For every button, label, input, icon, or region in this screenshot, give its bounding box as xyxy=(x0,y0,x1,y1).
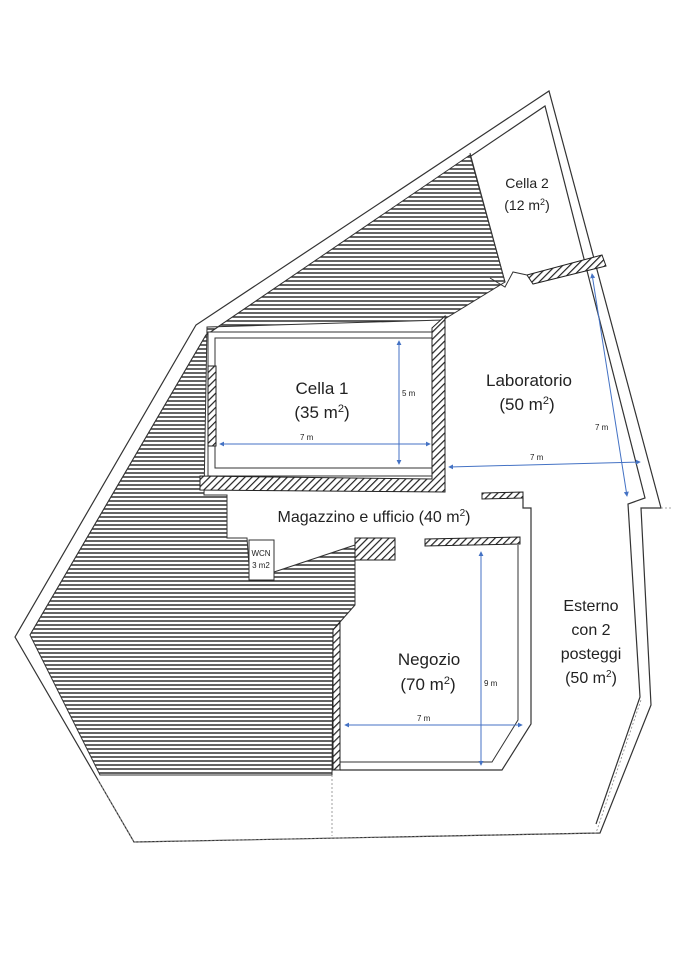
cella2-area: (12 m2) xyxy=(504,197,549,213)
magazzino-name: Magazzino e ufficio (40 m2) xyxy=(278,508,471,526)
esterno-area: (50 m2) xyxy=(565,669,617,687)
wc-area: 3 m2 xyxy=(252,561,270,570)
cella1-name: Cella 1 xyxy=(296,379,349,398)
esterno-line2: con 2 xyxy=(571,622,610,639)
room-label-cella1: Cella 1 (35 m2) xyxy=(294,379,349,422)
negozio-name: Negozio xyxy=(398,650,460,669)
magazzino-walls xyxy=(340,491,532,771)
room-label-esterno: Esterno con 2 posteggi (50 m2) xyxy=(561,598,622,687)
lab-width-line xyxy=(448,459,641,470)
boundary-lines xyxy=(97,507,671,843)
esterno-line3: posteggi xyxy=(561,646,622,663)
lab-depth-label: 7 m xyxy=(595,423,609,432)
laboratorio-name: Laboratorio xyxy=(486,371,572,390)
cella2-wall xyxy=(526,254,607,285)
lab-depth-line xyxy=(590,273,629,497)
cella2-side-wall xyxy=(469,152,506,283)
dimension-lines xyxy=(219,273,641,766)
negozio-depth-label: 9 m xyxy=(484,679,498,688)
negozio-area: (70 m2) xyxy=(400,675,455,694)
room-label-magazzino: Magazzino e ufficio (40 m2) xyxy=(278,508,471,526)
cella2-door xyxy=(489,271,528,288)
laboratorio-area: (50 m2) xyxy=(499,395,554,414)
cella1-area: (35 m2) xyxy=(294,403,349,422)
lab-width-label: 7 m xyxy=(530,453,544,462)
room-label-laboratorio: Laboratorio (50 m2) xyxy=(486,371,572,414)
cella2-name: Cella 2 xyxy=(505,175,549,191)
negozio-width-label: 7 m xyxy=(417,714,431,723)
esterno-line1: Esterno xyxy=(563,598,618,615)
room-label-cella2: Cella 2 (12 m2) xyxy=(504,175,549,213)
room-label-wc: WCN 3 m2 xyxy=(251,549,270,570)
cella1-depth-label: 5 m xyxy=(402,389,416,398)
wc-name: WCN xyxy=(251,549,270,558)
room-label-negozio: Negozio (70 m2) xyxy=(398,650,460,694)
negozio-left-wall xyxy=(332,620,341,771)
cella1-width-label: 7 m xyxy=(300,433,314,442)
wc-room xyxy=(248,539,275,581)
